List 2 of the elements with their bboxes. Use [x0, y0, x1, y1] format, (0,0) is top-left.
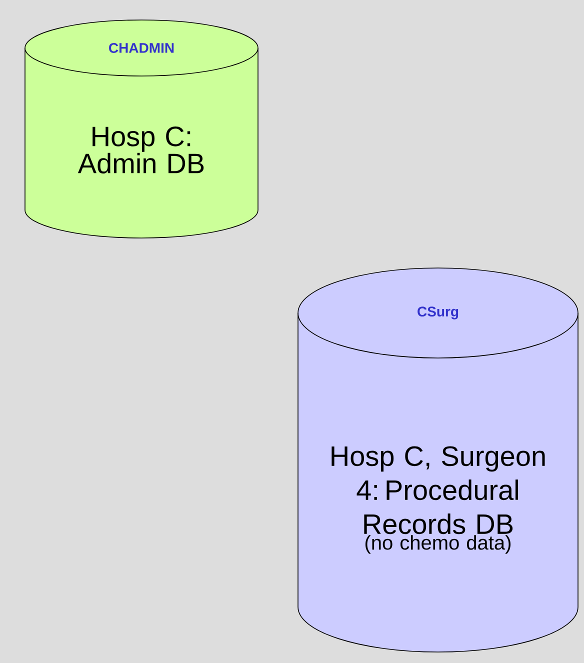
database-cylinder: CHADMIN Hosp C: Admin DB	[24, 20, 258, 238]
database-cylinder: CSurg Hosp C, Surgeon 4: Procedural Records DB (no chemo data)	[298, 268, 578, 652]
